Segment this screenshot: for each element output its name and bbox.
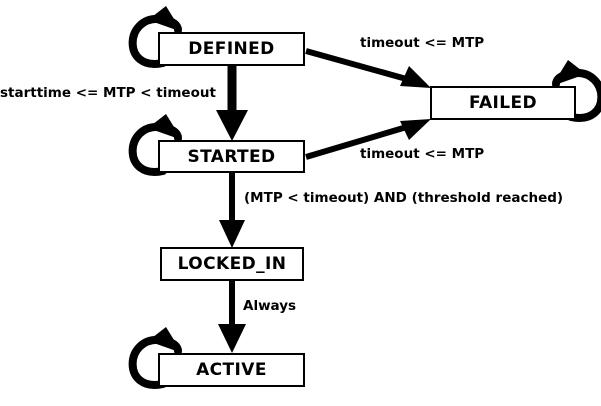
state-label-started: STARTED xyxy=(187,146,276,167)
state-label-defined: DEFINED xyxy=(188,39,275,59)
edge-defined-to-started xyxy=(216,66,248,141)
edge-label-started-to-locked-in: (MTP < timeout) AND (threshold reached) xyxy=(244,190,564,206)
state-node-defined[interactable]: DEFINED xyxy=(158,32,305,66)
edge-locked-in-to-active xyxy=(218,281,246,353)
edge-active-self-loop xyxy=(128,327,182,389)
state-node-started[interactable]: STARTED xyxy=(158,140,305,173)
state-label-locked-in: LOCKED_IN xyxy=(177,254,287,274)
edge-started-to-locked-in xyxy=(219,173,245,248)
edge-failed-self-loop xyxy=(552,60,601,122)
state-label-active: ACTIVE xyxy=(196,360,267,380)
state-node-locked-in[interactable]: LOCKED_IN xyxy=(160,247,304,281)
edge-label-started-to-failed: timeout <= MTP xyxy=(360,146,485,162)
edge-label-defined-to-started: starttime <= MTP < timeout xyxy=(0,85,216,101)
edge-defined-self-loop xyxy=(128,6,182,68)
edge-label-locked-in-to-active: Always xyxy=(243,298,297,314)
state-node-failed[interactable]: FAILED xyxy=(430,86,576,120)
edge-label-defined-to-failed: timeout <= MTP xyxy=(360,35,485,51)
state-node-active[interactable]: ACTIVE xyxy=(158,353,305,387)
edge-defined-to-failed xyxy=(305,48,431,88)
state-label-failed: FAILED xyxy=(468,93,538,113)
edge-started-to-failed xyxy=(305,119,431,160)
edge-started-self-loop xyxy=(128,114,182,176)
